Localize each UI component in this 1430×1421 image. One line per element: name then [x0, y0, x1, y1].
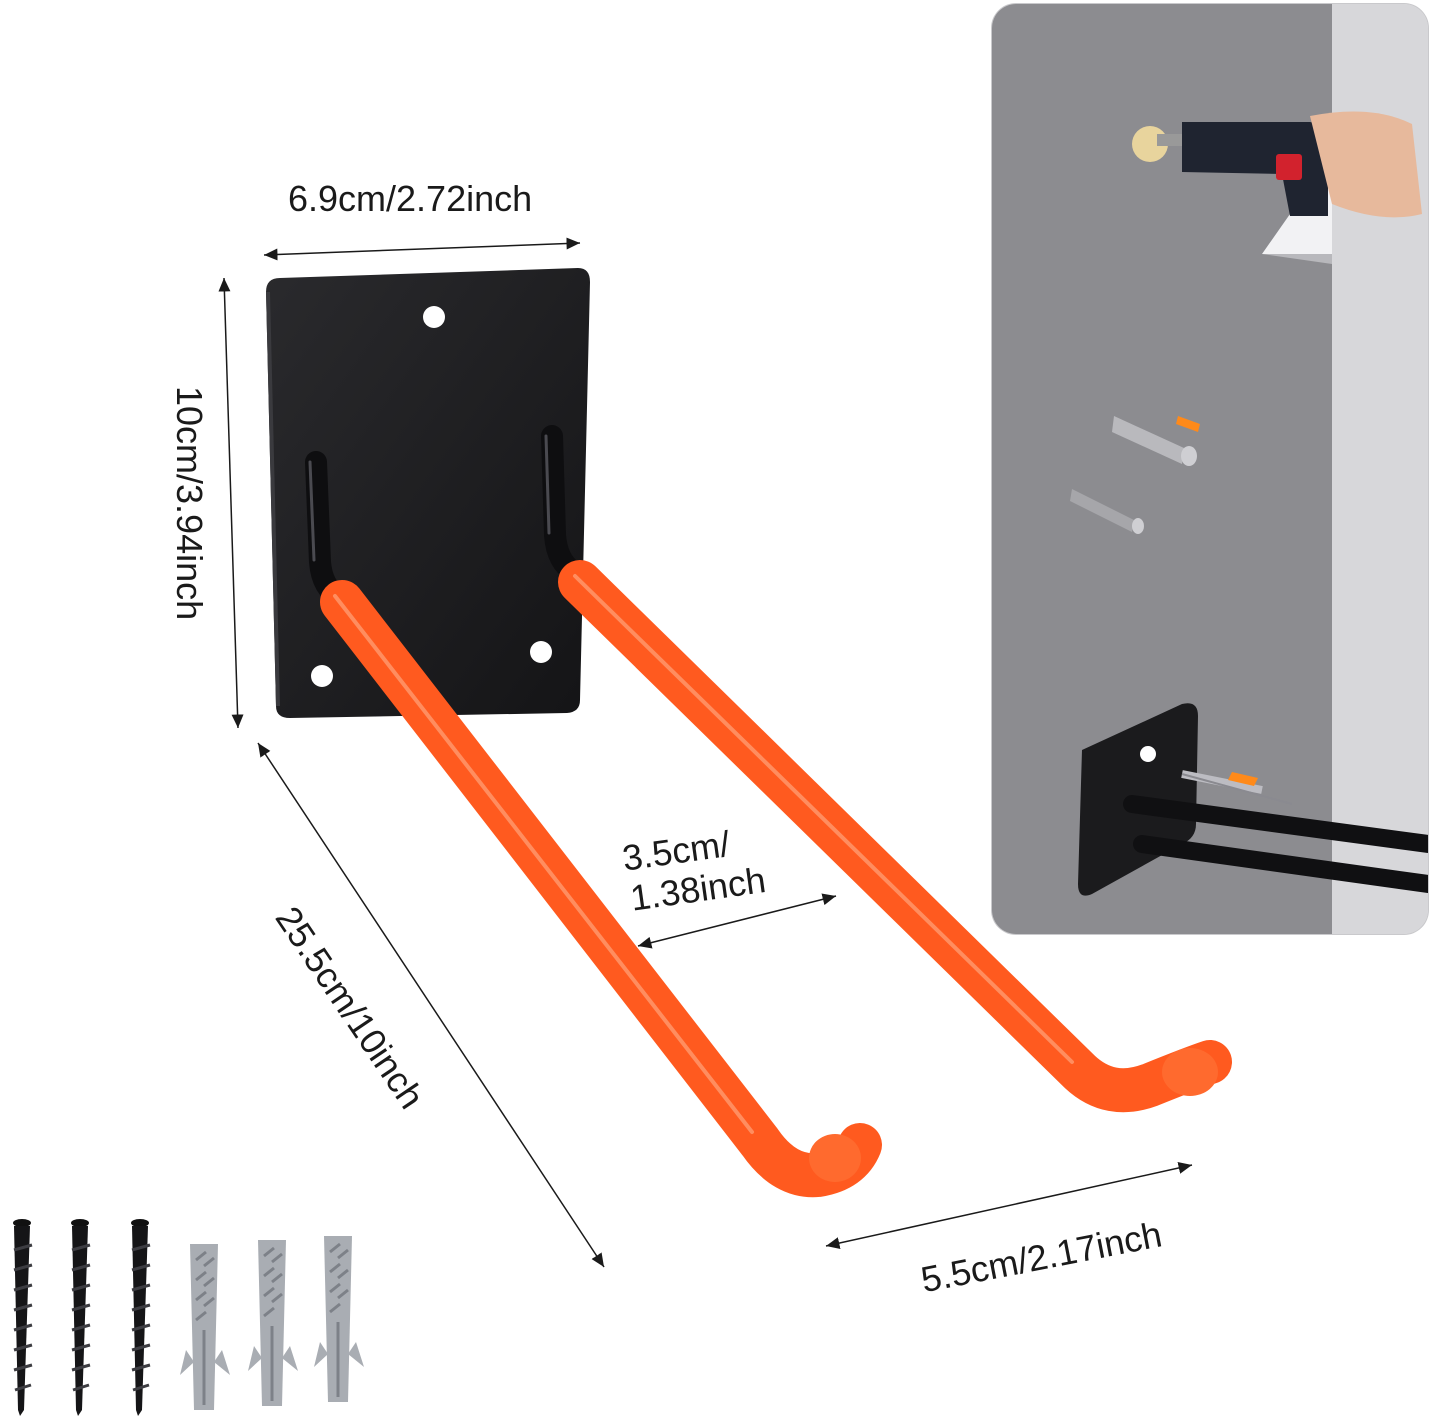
plate-mount-icon	[1078, 703, 1428, 896]
plate-width-label: 6.9cm/2.72inch	[288, 178, 533, 219]
arm-length-line	[257, 742, 605, 1268]
screw-icon	[13, 1219, 33, 1416]
arm-gap-line	[637, 893, 837, 949]
screw-icon	[71, 1219, 91, 1416]
wall-anchor-icon	[248, 1240, 298, 1406]
plate-height-line	[218, 277, 244, 729]
drill-icon	[1132, 111, 1422, 218]
anchors	[180, 1236, 364, 1410]
anchor-insert-icon	[1070, 416, 1200, 534]
plate-hole-bottom-left	[311, 665, 333, 687]
installation-illustration	[992, 4, 1428, 934]
plate-height-label: 10cm/3.94inch	[169, 386, 210, 621]
installation-steps-panel	[992, 4, 1428, 934]
hook-width-line	[825, 1162, 1193, 1249]
orange-arms	[320, 560, 1232, 1198]
plate-hole-bottom-right	[530, 641, 552, 663]
plate-hole-top	[423, 306, 445, 328]
plate-width-line	[263, 237, 581, 261]
screws	[13, 1219, 151, 1416]
wall-anchor-icon	[314, 1236, 364, 1402]
dimension-lines	[218, 237, 1193, 1268]
wall-anchor-icon	[180, 1244, 230, 1410]
screw-icon	[131, 1219, 151, 1416]
